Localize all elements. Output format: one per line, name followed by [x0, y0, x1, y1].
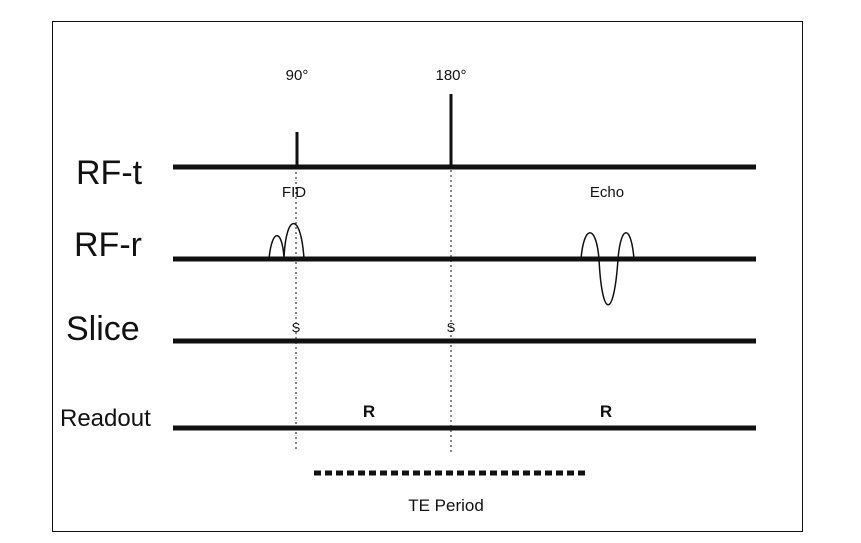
row-label-readout: Readout [60, 405, 151, 432]
slice-marker-1: S [292, 320, 301, 335]
readout-marker-1: R [363, 402, 375, 421]
pulse-90-label: 90° [286, 67, 309, 84]
slice-marker-2: S [447, 320, 456, 335]
readout-marker-2: R [600, 402, 612, 421]
fid-signal [268, 223, 305, 260]
row-label-rf-r: RF-r [74, 226, 142, 264]
echo-label: Echo [590, 184, 624, 201]
row-label-slice: Slice [66, 310, 140, 348]
echo-signal [580, 232, 635, 306]
te-period-label: TE Period [408, 496, 484, 515]
row-label-rf-t: RF-t [76, 154, 143, 192]
diagram-frame [52, 21, 803, 532]
fid-label: FID [282, 184, 306, 201]
pulse-180-label: 180° [435, 67, 466, 84]
